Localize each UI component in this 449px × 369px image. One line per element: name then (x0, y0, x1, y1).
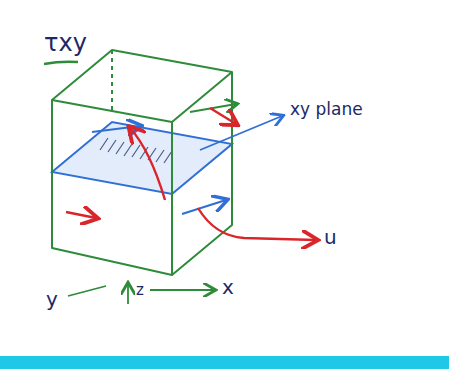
cube-outline (52, 50, 232, 275)
velocity-curve (130, 128, 165, 200)
axis-line (68, 286, 106, 296)
axis-label: y (46, 288, 58, 310)
axis-arrow (150, 289, 214, 291)
stress-symbol: τxy (44, 30, 87, 56)
underline (44, 62, 78, 64)
velocity-arrow (198, 208, 316, 240)
force-arrow (66, 212, 96, 218)
force-arrow (210, 108, 236, 124)
shear-arrow (182, 200, 226, 214)
axis-arrow (127, 284, 129, 304)
axis-label: x (222, 276, 234, 298)
xy-plane (52, 122, 232, 194)
leader-line (200, 116, 282, 150)
plane-label: xy plane (290, 100, 363, 119)
axis-label: z (136, 282, 144, 299)
plane-hatching (100, 138, 172, 163)
velocity-label: u (324, 226, 337, 248)
bottom-bar (0, 356, 449, 369)
